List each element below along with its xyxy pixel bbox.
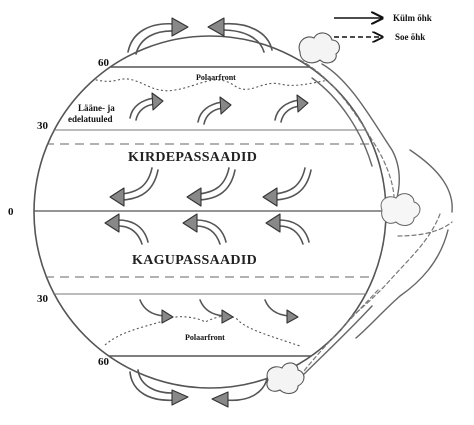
polar-front-north-line — [51, 69, 361, 92]
south-westerly-arrow-2 — [199, 299, 234, 324]
ne-trades-label: KIRDEPASSAADID — [128, 150, 257, 165]
se-trade-arrow-3 — [265, 213, 310, 245]
cloud-icon-east — [380, 193, 421, 226]
latitude-label-30s: 30 — [37, 293, 49, 305]
latitude-label-30n: 30 — [37, 120, 49, 132]
warm-current-mid — [349, 213, 441, 319]
warm-current-upper — [299, 59, 395, 215]
warm-current-outer — [397, 221, 453, 237]
south-westerly-arrow-1 — [139, 299, 174, 324]
se-trade-arrow-2 — [182, 213, 227, 245]
legend-cold-label: Külm õhk — [393, 13, 432, 23]
legend-warm-label: Soe õhk — [395, 32, 425, 42]
polar-front-south-label: Polaarfront — [185, 333, 225, 342]
cold-current-lower — [355, 229, 449, 339]
westerlies-label-line1: Lääne- ja — [78, 103, 115, 113]
warm-current-lower — [299, 289, 379, 377]
latitude-label-60n: 60 — [98, 57, 110, 69]
westerly-arrow-2 — [197, 96, 232, 125]
ne-trade-arrow-1 — [109, 167, 159, 207]
se-trades-label: KAGUPASSAADID — [132, 253, 257, 268]
polar-cell-arrow-north-left — [127, 17, 189, 55]
westerlies-label-line2: edelatuuled — [68, 114, 113, 124]
se-trade-arrow-1 — [104, 213, 149, 245]
polar-cell-arrow-north-right — [207, 17, 273, 53]
cloud-icon-south — [266, 362, 305, 395]
legend: Külm õhk Soe õhk — [334, 13, 432, 42]
ne-trade-arrow-2 — [186, 167, 236, 207]
westerly-arrow-1 — [129, 92, 164, 121]
latitude-label-60s: 60 — [98, 356, 110, 368]
polar-front-north-label: Polaarfront — [196, 73, 236, 82]
latitude-label-equator: 0 — [8, 206, 14, 218]
polar-cell-arrow-south-left — [129, 369, 189, 406]
cloud-icon — [298, 32, 341, 64]
ne-trade-arrow-3 — [262, 167, 312, 207]
south-westerly-arrow-3 — [264, 299, 299, 324]
cold-current-upper-2 — [311, 77, 373, 167]
cold-current-outer — [409, 149, 453, 213]
westerly-arrow-3 — [274, 94, 309, 123]
